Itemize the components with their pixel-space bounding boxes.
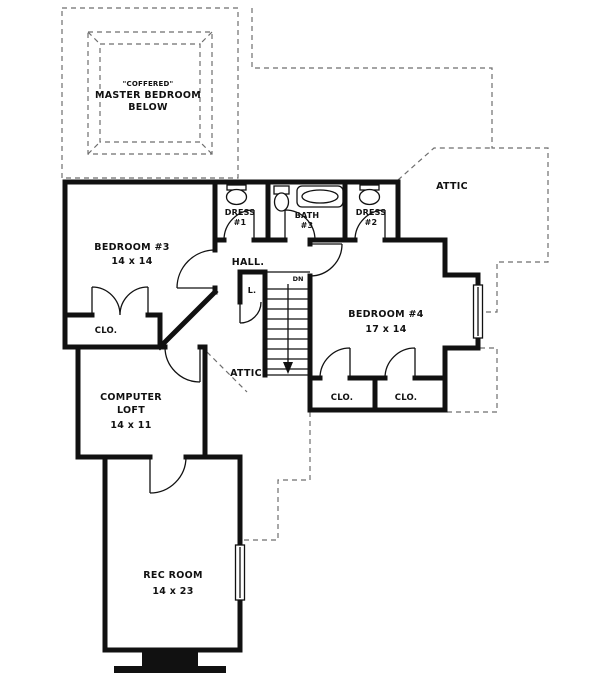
attic-knee-line: [206, 351, 248, 393]
sink-dress2-basin: [358, 188, 381, 206]
attic-upper-label: ATTIC: [436, 181, 468, 192]
roofline-lower-right: [447, 347, 498, 413]
computer-loft-label-line1: COMPUTER: [100, 392, 162, 403]
master-bedroom-label: MASTER BEDROOM: [95, 90, 201, 101]
bathtub-basin: [301, 189, 339, 204]
bath3-label: BATH: [295, 211, 320, 220]
fixtures: [225, 184, 484, 601]
roofline-below-center: [244, 412, 311, 541]
bedroom4-label: BEDROOM #4: [348, 309, 424, 320]
walls-bedroom4: [307, 237, 481, 413]
master-bedroom-note: "COFFERED": [123, 80, 174, 88]
computer-loft-dims: 14 x 11: [110, 420, 151, 431]
dress2-number: #2: [365, 218, 378, 227]
master-bedroom-status: BELOW: [128, 102, 168, 113]
roofline-upper-right: [251, 8, 549, 313]
door-swings: [91, 209, 416, 494]
computer-loft-label-line2: LOFT: [117, 405, 145, 416]
thin-lines: [91, 209, 416, 494]
stairs-dn-label: DN: [293, 275, 304, 283]
bedroom3-label: BEDROOM #3: [94, 242, 169, 253]
roof-hip-line: [397, 147, 492, 181]
coffered-ceiling-inner: [99, 43, 201, 143]
attic-center-label: ATTIC: [230, 368, 262, 379]
walls-stairs-linen: [237, 269, 268, 378]
roof-outlines: [61, 7, 549, 541]
recroom-dims: 14 x 23: [152, 586, 193, 597]
dress1-label: DRESS: [225, 208, 255, 217]
recroom-label: REC ROOM: [143, 570, 202, 581]
fireplace-box: [142, 648, 198, 668]
bath3-number: #3: [301, 221, 314, 230]
dress1-number: #1: [234, 218, 247, 227]
dress2-label: DRESS: [356, 208, 386, 217]
room-labels: "COFFERED" MASTER BEDROOM BELOW ATTIC BE…: [94, 80, 468, 597]
fireplace-hearth: [114, 666, 226, 673]
bedroom4-closet-left-label: CLO.: [331, 393, 353, 403]
hall-label: HALL.: [232, 257, 265, 268]
stairs-arrowhead: [283, 362, 293, 374]
bedroom3-closet-label: CLO.: [95, 326, 117, 336]
bedroom4-closet-right-label: CLO.: [395, 393, 417, 403]
sink-dress1-basin: [225, 188, 248, 206]
solid-fills: [114, 362, 293, 673]
walls-loft-recroom: [75, 344, 243, 653]
bedroom4-dims: 17 x 14: [365, 324, 406, 335]
master-bedroom-outline: [61, 7, 239, 179]
bedroom3-dims: 14 x 14: [111, 256, 152, 267]
toilet-bowl: [273, 192, 290, 212]
walls: [62, 179, 481, 653]
linen-label: L.: [248, 286, 257, 295]
walls-upper-block: [62, 179, 448, 351]
